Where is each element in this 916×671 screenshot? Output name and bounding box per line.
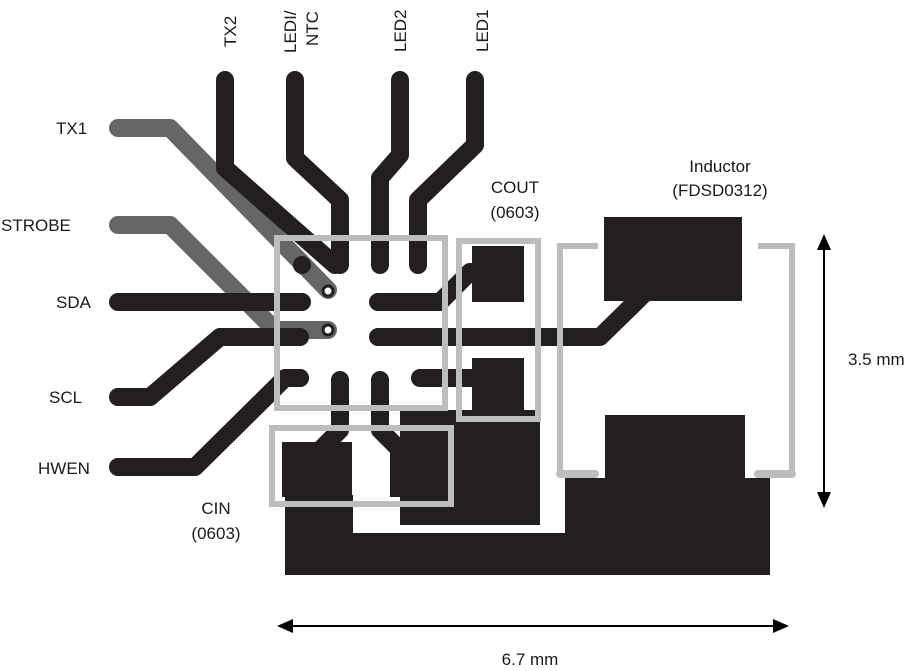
trace-led2 <box>371 71 409 274</box>
ground-pour <box>285 410 770 575</box>
cout-outline <box>456 238 541 422</box>
cin-outline <box>269 425 454 507</box>
dimension-height <box>817 234 831 508</box>
label-strobe: STROBE <box>1 216 71 235</box>
label-inductor-package: (FDSD0312) <box>672 181 767 200</box>
arrow-up-icon <box>817 234 831 250</box>
label-cin-package: (0603) <box>191 524 240 543</box>
label-scl: SCL <box>49 388 82 407</box>
label-inductor: Inductor <box>689 157 751 176</box>
label-height-dimension: 3.5 mm <box>848 350 905 369</box>
trace-sw-node <box>369 281 657 346</box>
label-width-dimension: 6.7 mm <box>502 650 559 669</box>
label-led2: LED2 <box>391 9 410 52</box>
cout-pad-bottom <box>472 358 524 418</box>
via-strobe <box>321 323 335 337</box>
label-led1: LED1 <box>473 9 492 52</box>
label-ledi-ntc-line2: NTC <box>303 11 322 46</box>
label-cout: COUT <box>491 178 539 197</box>
trace-led1 <box>409 71 484 274</box>
trace-tx2 <box>216 71 344 274</box>
label-tx1: TX1 <box>56 119 87 138</box>
trace-ledi-ntc <box>286 71 349 274</box>
label-sda: SDA <box>56 293 92 312</box>
label-cin: CIN <box>201 499 230 518</box>
trace-scl <box>109 328 299 406</box>
inductor-outline-right <box>758 243 795 472</box>
via-tx1 <box>321 284 335 298</box>
cout-pad-top <box>472 246 524 302</box>
label-ledi-ntc-line1: LEDI/ <box>281 10 300 53</box>
arrow-down-icon <box>817 492 831 508</box>
inductor-pad-top <box>604 217 742 301</box>
label-tx2: TX2 <box>221 16 240 47</box>
label-hwen: HWEN <box>38 459 90 478</box>
ic-outline <box>274 235 448 411</box>
arrow-left-icon <box>277 619 293 633</box>
dimension-width <box>277 619 789 633</box>
device-bumps <box>281 256 404 387</box>
inductor-outline-left <box>557 243 598 472</box>
silkscreen-outlines <box>269 235 796 507</box>
label-cout-package: (0603) <box>490 203 539 222</box>
vias <box>321 284 335 337</box>
component-pads <box>282 217 742 497</box>
arrow-right-icon <box>773 619 789 633</box>
